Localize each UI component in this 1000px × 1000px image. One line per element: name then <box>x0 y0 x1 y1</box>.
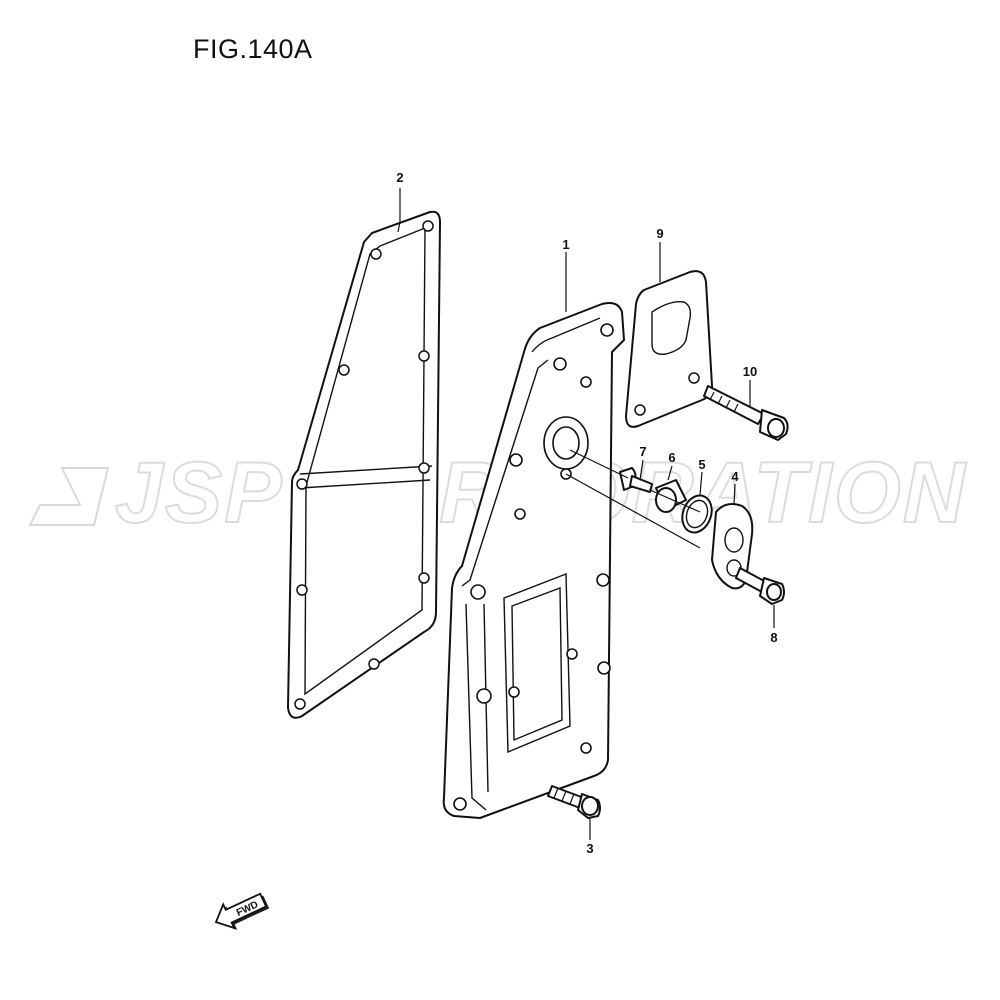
fwd-arrow: FWD <box>214 892 270 930</box>
leader-lines <box>397 188 775 840</box>
bolt-part-10 <box>703 385 789 441</box>
callout-4: 4 <box>731 469 739 484</box>
figure-title: FIG.140A <box>193 34 313 64</box>
bolt-part-8 <box>735 567 785 605</box>
callout-2: 2 <box>396 170 403 185</box>
o-ring-part-5 <box>681 494 713 534</box>
callout-10: 10 <box>743 364 757 379</box>
assembly-lines <box>565 449 701 549</box>
callout-6: 6 <box>668 450 675 465</box>
gasket-part-2 <box>287 210 441 719</box>
callout-1: 1 <box>562 237 569 252</box>
bolt-part-7 <box>619 467 653 493</box>
bolt-part-3 <box>547 785 601 819</box>
callout-7: 7 <box>639 444 646 459</box>
callout-9: 9 <box>656 226 663 241</box>
cover-plate-part-1 <box>442 302 625 819</box>
callout-3: 3 <box>586 841 593 856</box>
callout-8: 8 <box>770 630 777 645</box>
gasket-part-9 <box>625 270 713 428</box>
callout-5: 5 <box>698 457 705 472</box>
